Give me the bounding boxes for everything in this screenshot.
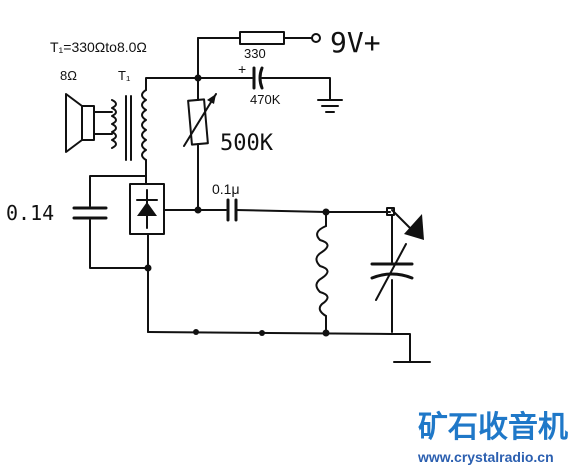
transformer-t1: [111, 77, 199, 185]
potentiometer-500k: [183, 93, 217, 211]
tuning-coil: [315, 211, 329, 333]
resistor-330-label: 330: [244, 46, 266, 61]
variable-capacitor: [370, 214, 414, 333]
capacitor-014: [72, 175, 152, 333]
resistor-330: [239, 31, 285, 45]
speaker: [65, 93, 113, 153]
cap-014-label: 0.14: [6, 201, 54, 225]
junction-dot: [322, 329, 330, 337]
supply-terminal: [311, 33, 321, 43]
speaker-ohms-label: 8Ω: [60, 68, 77, 83]
ground-symbol-top: [317, 99, 343, 113]
capacitor-470k: [197, 66, 331, 101]
cap-01u-label: 0.1μ: [212, 181, 240, 197]
watermark-brand: 矿石收音机: [418, 410, 568, 445]
watermark-url: www.crystalradio.cn: [417, 449, 554, 465]
transformer-label: T₁: [118, 68, 131, 83]
supply-label: 9V+: [330, 26, 381, 59]
cap-470k-label: 470K: [250, 92, 281, 107]
transformer-note: T₁=330Ωto8.0Ω: [50, 39, 147, 55]
pot-500k-label: 500K: [220, 131, 274, 156]
bottom-ground-rail: [147, 329, 431, 363]
antenna-symbol: [391, 209, 424, 240]
capacitor-01u: [197, 198, 395, 222]
polarity-plus: +: [238, 61, 246, 77]
detector-device: [129, 183, 202, 235]
